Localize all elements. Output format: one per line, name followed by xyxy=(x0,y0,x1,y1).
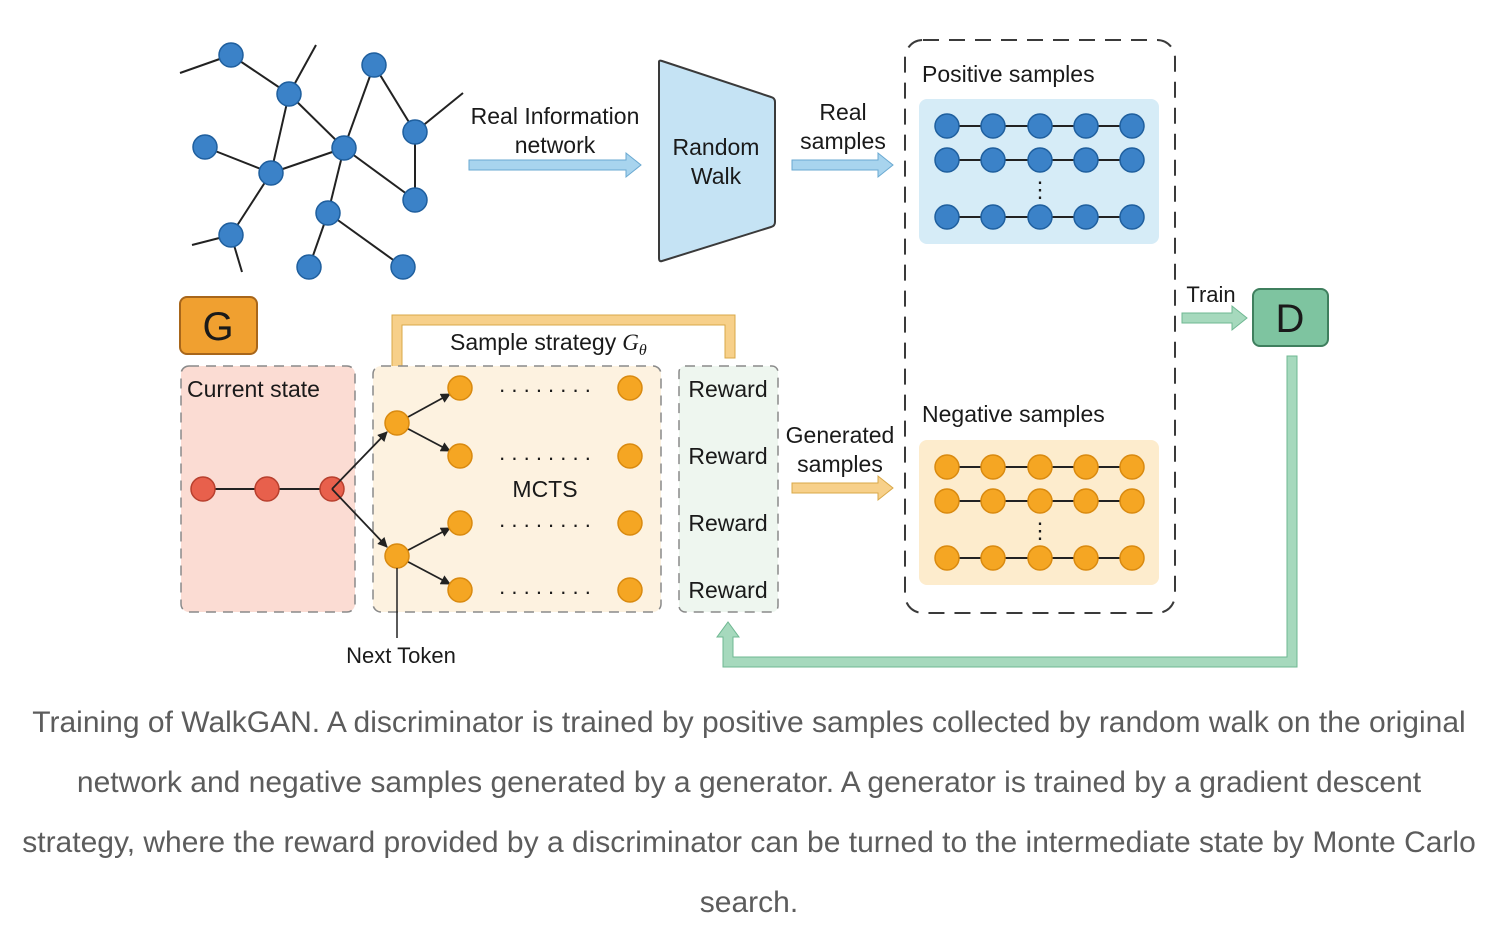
negative-vertical-ellipsis: ⋮ xyxy=(1029,518,1051,543)
positive-vertical-ellipsis: ⋮ xyxy=(1029,177,1051,202)
generator-label: G xyxy=(202,305,233,349)
random-walk-block xyxy=(658,59,776,263)
positive-sample-sequences: ⋮ xyxy=(934,113,1145,230)
discriminator-box xyxy=(1252,288,1329,347)
positive-samples-label: Positive samples xyxy=(922,61,1095,87)
figure-caption: Training of WalkGAN. A discriminator is … xyxy=(22,706,1476,919)
mcts-ellipsis-3: . . . . . . . . xyxy=(499,507,591,532)
arrow-to-positive-samples xyxy=(791,151,894,179)
reward-label-4: Reward xyxy=(688,577,767,603)
random-walk-label-line2: Walk xyxy=(691,163,742,189)
negative-sample-sequences: ⋮ xyxy=(934,454,1145,571)
mcts-label: MCTS xyxy=(512,476,577,502)
arrow-to-random-walk xyxy=(468,151,642,179)
current-state-label: Current state xyxy=(187,376,320,402)
reward-label-2: Reward xyxy=(688,443,767,469)
walkgan-diagram: Real Information network Random Walk Rea… xyxy=(179,39,1329,668)
train-label: Train xyxy=(1186,282,1235,307)
samples-container xyxy=(904,39,1176,614)
sample-strategy-symbol: G xyxy=(622,330,639,355)
negative-samples-label: Negative samples xyxy=(922,401,1105,427)
sample-strategy-subscript: θ xyxy=(639,342,647,359)
real-samples-label-line1: Real xyxy=(819,99,866,125)
mcts-ellipsis-4: . . . . . . . . xyxy=(499,574,591,599)
reward-label-1: Reward xyxy=(688,376,767,402)
discriminator-label: D xyxy=(1276,297,1305,341)
reward-label-3: Reward xyxy=(688,510,767,536)
train-arrow xyxy=(1181,304,1248,332)
next-token-label: Next Token xyxy=(346,643,456,668)
generated-samples-label-line2: samples xyxy=(797,451,883,477)
real-samples-label-line2: samples xyxy=(800,128,886,154)
real-information-label-line1: Real Information xyxy=(471,103,640,129)
mcts-nodes xyxy=(384,375,643,603)
mcts-box xyxy=(372,365,662,613)
mcts-ellipsis-1: . . . . . . . . xyxy=(499,372,591,397)
mcts-ellipsis-2: . . . . . . . . xyxy=(499,440,591,465)
generated-samples-label-line1: Generated xyxy=(786,422,895,448)
generator-box xyxy=(179,296,258,355)
real-information-label-line2: network xyxy=(515,132,596,158)
reward-box xyxy=(678,365,779,613)
random-walk-label-line1: Random xyxy=(673,134,760,160)
arrow-to-negative-samples xyxy=(791,474,894,502)
sample-strategy-text: Sample strategy xyxy=(450,329,617,355)
network-nodes xyxy=(192,42,428,280)
reward-feedback-arrow xyxy=(716,355,1298,668)
